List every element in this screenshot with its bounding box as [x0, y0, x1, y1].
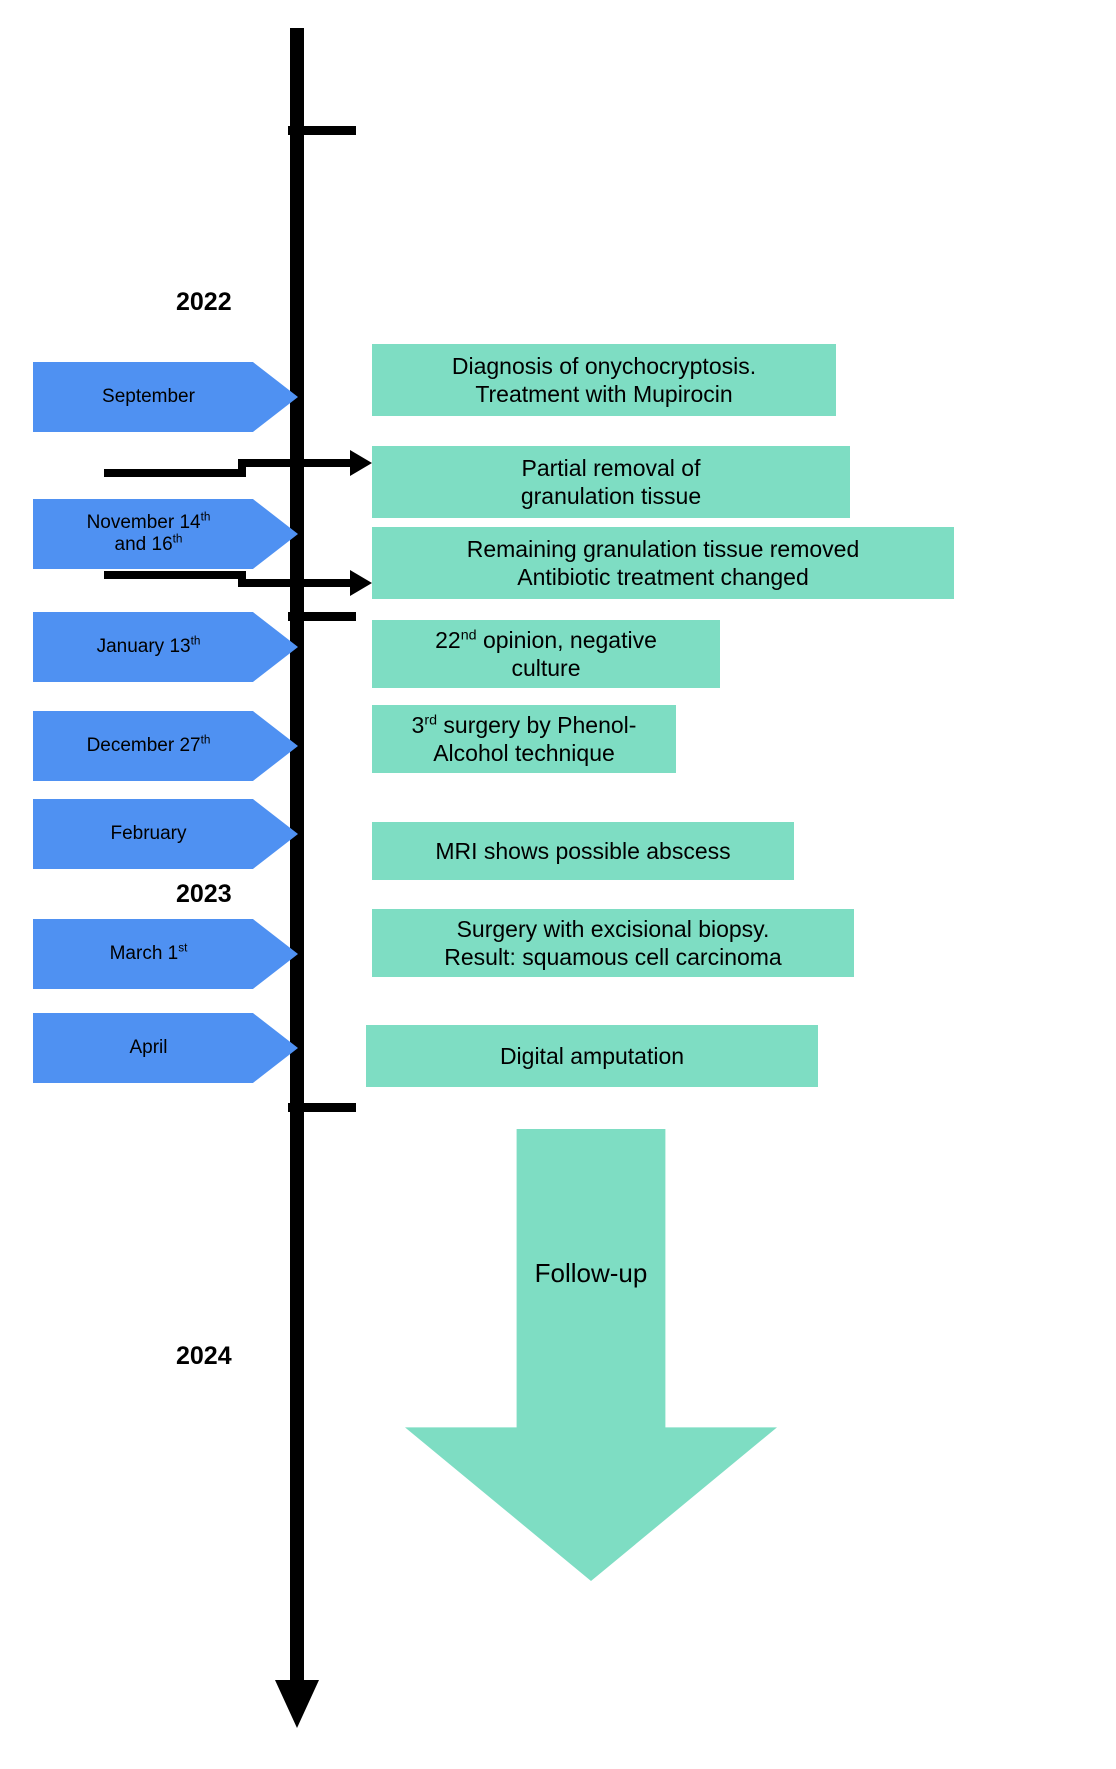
event-box-amputation: Digital amputation	[366, 1025, 818, 1087]
year-label-2024: 2024	[176, 1342, 232, 1370]
axis-tick-top	[288, 126, 356, 135]
date-label-november: November 14th and 16th	[86, 510, 211, 555]
event-box-diagnosis: Diagnosis of onychocryptosis.Treatment w…	[372, 344, 836, 416]
date-label-march: March 1st	[109, 941, 188, 964]
date-chevron-february[interactable]: February	[33, 799, 298, 869]
date-chevron-march[interactable]: March 1st	[33, 919, 298, 989]
date-label-february: February	[110, 822, 187, 844]
event-text-third-surgery: 3rd surgery by Phenol-Alcohol technique	[411, 711, 637, 766]
connector-2-horizontal-upper	[104, 571, 246, 579]
date-label-september: September	[102, 385, 195, 407]
followup-arrow	[405, 1129, 777, 1581]
date-chevron-december[interactable]: December 27th	[33, 711, 298, 781]
axis-tick-january	[288, 612, 356, 621]
event-text-mri: MRI shows possible abscess	[435, 837, 731, 864]
year-label-2023: 2023	[176, 880, 232, 908]
connector-2-horizontal-lower	[238, 579, 358, 587]
date-label-january: January 13th	[96, 634, 201, 657]
connector-1-horizontal-upper	[238, 459, 358, 467]
connector-1-horizontal-lower	[104, 469, 246, 477]
event-text-diagnosis: Diagnosis of onychocryptosis.Treatment w…	[451, 352, 757, 407]
year-label-2022: 2022	[176, 288, 232, 316]
date-label-december: December 27th	[86, 733, 211, 756]
date-chevron-april[interactable]: April	[33, 1013, 298, 1083]
date-chevron-november[interactable]: November 14th and 16th	[33, 499, 298, 569]
date-chevron-september[interactable]: September	[33, 362, 298, 432]
axis-tick-bottom	[288, 1103, 356, 1112]
connector-1-vertical	[238, 459, 246, 477]
timeline-axis	[290, 28, 304, 1688]
date-label-april: April	[129, 1036, 168, 1058]
event-text-excisional-biopsy: Surgery with excisional biopsy.Result: s…	[444, 915, 782, 970]
event-box-third-surgery: 3rd surgery by Phenol-Alcohol technique	[372, 705, 676, 773]
timeline-axis-arrowhead	[275, 1680, 319, 1728]
connector-1-arrowhead	[350, 450, 372, 476]
event-box-excisional-biopsy: Surgery with excisional biopsy.Result: s…	[372, 909, 854, 977]
connector-2-arrowhead	[350, 570, 372, 596]
followup-label: Follow-up	[534, 1258, 648, 1288]
date-chevron-january[interactable]: January 13th	[33, 612, 298, 682]
event-text-amputation: Digital amputation	[499, 1042, 685, 1069]
event-box-mri: MRI shows possible abscess	[372, 822, 794, 880]
